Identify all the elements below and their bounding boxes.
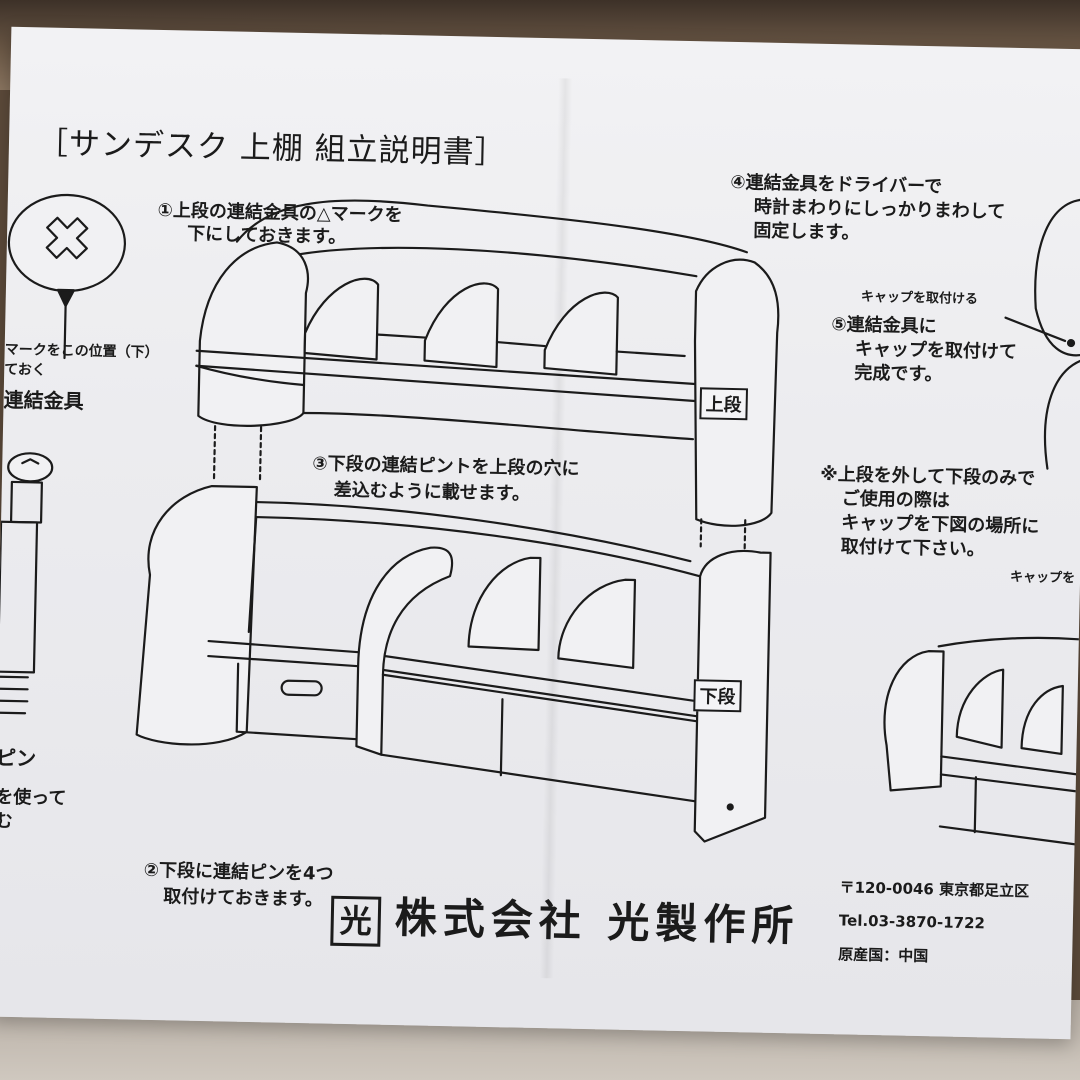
fitting-label: 連結金具 xyxy=(3,387,84,414)
lower-only-note-2: ご使用の際は xyxy=(841,488,950,512)
cap-detail-drawing xyxy=(1004,198,1080,470)
country-of-origin: 原産国：中国 xyxy=(837,945,929,966)
step-3-line-2: 差込むように載せます。 xyxy=(333,479,531,505)
lower-only-shelf-drawing xyxy=(883,636,1080,846)
pin-label: ピン xyxy=(0,745,37,771)
step-2-line-1: ②下段に連結ピンを4つ xyxy=(143,859,334,885)
mark-position-line-1: マークをこの位置（下） xyxy=(4,341,159,361)
step-1-line-2: 下にしておきます。 xyxy=(186,223,347,248)
company-logo: 光 xyxy=(330,895,382,947)
lower-only-note-3: キャップを下図の場所に xyxy=(841,512,1040,538)
pin-use-line-1: を使って xyxy=(0,786,67,810)
step-4-line-3: 固定します。 xyxy=(753,220,860,244)
upper-tier-label: 上段 xyxy=(699,387,749,421)
step-2-line-2: 取付けておきます。 xyxy=(163,886,324,911)
lower-shelf-drawing xyxy=(135,485,772,843)
fitting-head-icon xyxy=(7,193,127,360)
lower-only-note-1: ※上段を外して下段のみで xyxy=(820,463,1036,490)
mark-position-line-2: ておく xyxy=(4,361,46,379)
step-5-line-3: 完成です。 xyxy=(854,362,943,386)
lower-tier-label: 下段 xyxy=(693,679,742,713)
pin-use-line-2: む xyxy=(0,810,14,833)
cap-attach-note: キャップを取付ける xyxy=(860,289,979,308)
step-5-line-2: キャップを取付けて xyxy=(854,338,1018,363)
company-name: 株式会社 光製作所 xyxy=(394,893,800,951)
assembly-illustration xyxy=(0,193,1080,846)
step-4-line-1: ④連結金具をドライバーで xyxy=(730,171,943,198)
connecting-pin-icon xyxy=(0,452,54,715)
connecting-pins xyxy=(212,425,747,552)
upper-shelf-drawing xyxy=(195,199,780,527)
company-phone: Tel.03-3870-1722 xyxy=(838,911,986,933)
lower-only-note-4: 取付けて下さい。 xyxy=(840,536,985,561)
instruction-sheet: ［サンデスク 上棚 組立説明書］ ①上段の連結金具の△マークを 下にしておきます… xyxy=(0,26,1080,1040)
cap-note-cut: キャップを xyxy=(1009,569,1076,587)
step-5-line-1: ⑤連結金具に xyxy=(831,314,937,338)
